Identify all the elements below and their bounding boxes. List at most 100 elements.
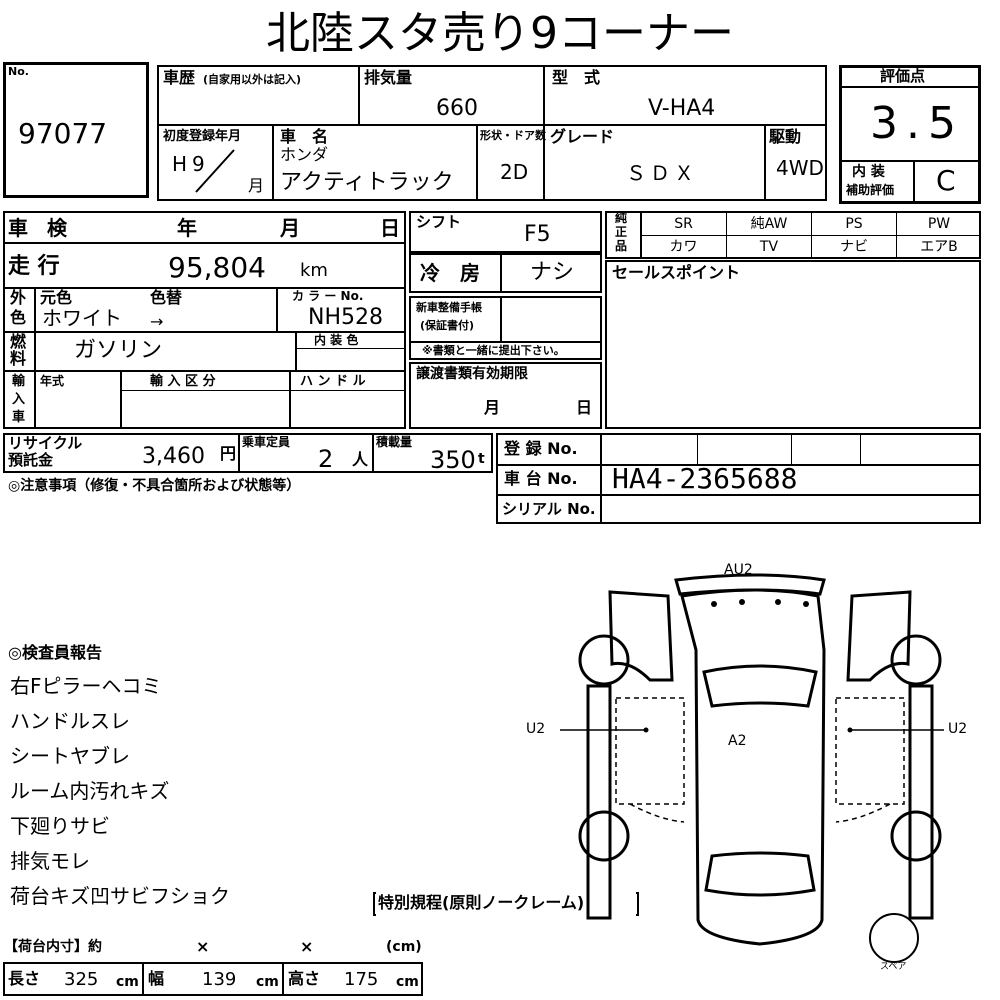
import-handle-label: ハ ン ド ル (300, 374, 366, 389)
diagram-label-left: U2 (526, 721, 546, 737)
load-unit: t (478, 451, 485, 467)
cargo-width: 139 (202, 969, 237, 990)
color-code-value: NH528 (308, 305, 383, 330)
diagram-label-spare: スペア (880, 962, 907, 972)
options-side-1: 純 (615, 211, 628, 225)
inspector-item-7: 荷台キズ凹サビフショク (10, 884, 230, 908)
recycle-label-2: 預託金 (8, 451, 54, 469)
inspector-item-4: ルーム内汚れキズ (10, 779, 170, 803)
aircon-label: 冷 房 (420, 261, 480, 285)
car-maker: ホンダ (280, 145, 329, 164)
doors-label: 形状・ドア数 (480, 129, 546, 142)
diagram-label-right: U2 (948, 721, 968, 737)
model-value: V-HA4 (648, 96, 716, 121)
chassis-number: HA4-2365688 (612, 462, 798, 495)
cargo-length-label: 長さ (8, 969, 41, 988)
import-side-label-1: 輸 (12, 374, 26, 389)
registration-box (496, 433, 981, 524)
special-rules-frame (373, 892, 639, 916)
interior-label-2: 補助評価 (846, 183, 895, 197)
recycle-unit: 円 (220, 444, 237, 463)
cargo-box (3, 962, 423, 996)
cargo-height-label: 高さ (288, 969, 321, 988)
inspection-day: 日 (380, 216, 400, 240)
color-code-label: カ ラ ー No. (292, 289, 364, 303)
serial-label: シリアル No. (502, 500, 596, 518)
cargo-width-unit: cm (256, 974, 279, 990)
orig-color-label: 元色 (40, 288, 73, 307)
grade-label: グレード (550, 127, 615, 146)
inspector-item-1: 右Fピラーヘコミ (10, 674, 162, 698)
displacement-value: 660 (436, 96, 478, 121)
inspector-item-3: シートヤブレ (10, 744, 130, 768)
cargo-height: 175 (344, 969, 379, 990)
shift-label: シフト (416, 213, 462, 231)
drive-label: 駆動 (769, 127, 802, 146)
recycle-value: 3,460 (142, 444, 205, 469)
cargo-length: 325 (64, 969, 99, 990)
diagram-label-front: AU2 (724, 562, 753, 578)
aircon-box (409, 253, 602, 293)
recycle-row (3, 433, 493, 473)
orig-color-value: ホワイト (42, 306, 122, 330)
transfer-docs-label: 譲渡書類有効期限 (416, 366, 528, 382)
fuel-side-label-1: 燃 (10, 332, 27, 351)
doors-value: 2D (500, 160, 529, 184)
inspection-year: 年 (177, 216, 197, 240)
cargo-width-label: 幅 (148, 969, 165, 988)
option-leather: カワ (669, 239, 698, 255)
notes-label: ◎注意事項（修復・不具合箇所および状態等） (8, 478, 301, 494)
warranty-label-1: 新車整備手帳 (416, 301, 482, 314)
option-alloy-wheel: 純AW (750, 216, 788, 232)
cargo-label: 【荷台内寸】約 (4, 939, 102, 955)
aircon-value: ナシ (530, 260, 575, 285)
diagram-label-center: A2 (728, 733, 747, 749)
car-name: アクティトラック (280, 170, 454, 195)
option-ps: PS (845, 216, 863, 232)
transfer-docs-month: 月 (484, 398, 501, 417)
transfer-docs-box (409, 362, 602, 429)
capacity-label: 乗車定員 (242, 435, 291, 449)
cargo-length-unit: cm (116, 974, 139, 990)
load-label: 積載量 (376, 435, 413, 449)
inspection-label: 車 検 (8, 216, 73, 240)
shift-value: F5 (524, 222, 551, 247)
import-side-label-3: 車 (12, 410, 26, 425)
load-value: 350 (430, 446, 476, 474)
color-side-label-1: 外 (10, 288, 27, 307)
interior-rating: C (936, 164, 956, 197)
inspector-item-5: 下廻りサビ (10, 814, 110, 838)
history-label: 車歴 (163, 68, 196, 87)
lot-number-label: No. (8, 65, 29, 78)
import-class-label: 輸 入 区 分 (150, 374, 216, 389)
inspection-block (3, 211, 406, 429)
import-side-label-2: 入 (12, 392, 26, 407)
page-title: 北陸スタ売り9コーナー (266, 8, 734, 59)
displacement-label: 排気量 (364, 68, 413, 87)
color-side-label-2: 色 (10, 308, 27, 327)
first-reg-slash (195, 149, 235, 193)
rating-label: 評価点 (880, 67, 926, 85)
import-year-label: 年式 (40, 374, 65, 388)
sales-point-label: セールスポイント (612, 263, 741, 282)
fuel-value: ガソリン (74, 338, 163, 363)
cargo-unit-note: (cm) (386, 939, 422, 955)
capacity-value: 2 (318, 445, 334, 473)
inspector-item-2: ハンドルスレ (10, 709, 130, 733)
warranty-label-2: (保証書付) (420, 319, 475, 332)
mileage-unit: km (300, 260, 328, 281)
interior-color-label: 内 装 色 (314, 333, 359, 347)
transfer-docs-day: 日 (576, 398, 593, 417)
first-reg-label: 初度登録年月 (163, 129, 242, 144)
rating-box (839, 65, 981, 204)
change-color-label: 色替 (150, 288, 183, 307)
option-sr: SR (674, 216, 693, 232)
chassis-label: 車 台 No. (504, 469, 578, 488)
option-airbag: エアB (920, 239, 958, 255)
inspector-item-6: 排気モレ (10, 849, 90, 873)
grade-value: ＳＤＸ (626, 161, 698, 185)
mileage-value: 95,804 (168, 251, 266, 284)
first-reg-year: 9 (192, 152, 205, 176)
special-rules: 特別規程(原則ノークレーム) (378, 893, 585, 912)
first-reg-month-suffix: 月 (248, 176, 265, 195)
